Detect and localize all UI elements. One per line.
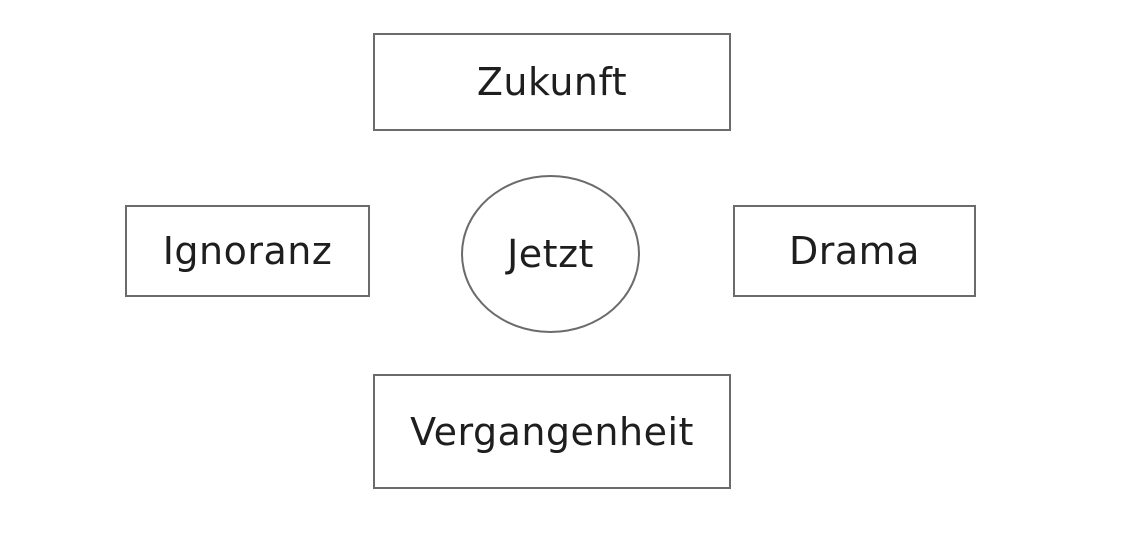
ignorance-box: Ignoranz [125,205,370,297]
now-circle: Jetzt [461,175,640,333]
past-box: Vergangenheit [373,374,731,489]
ignorance-label: Ignoranz [162,229,333,273]
future-box: Zukunft [373,33,731,131]
past-label: Vergangenheit [410,409,694,454]
now-label: Jetzt [507,232,594,276]
future-label: Zukunft [476,60,628,104]
drama-box: Drama [733,205,976,297]
drama-label: Drama [789,229,920,273]
